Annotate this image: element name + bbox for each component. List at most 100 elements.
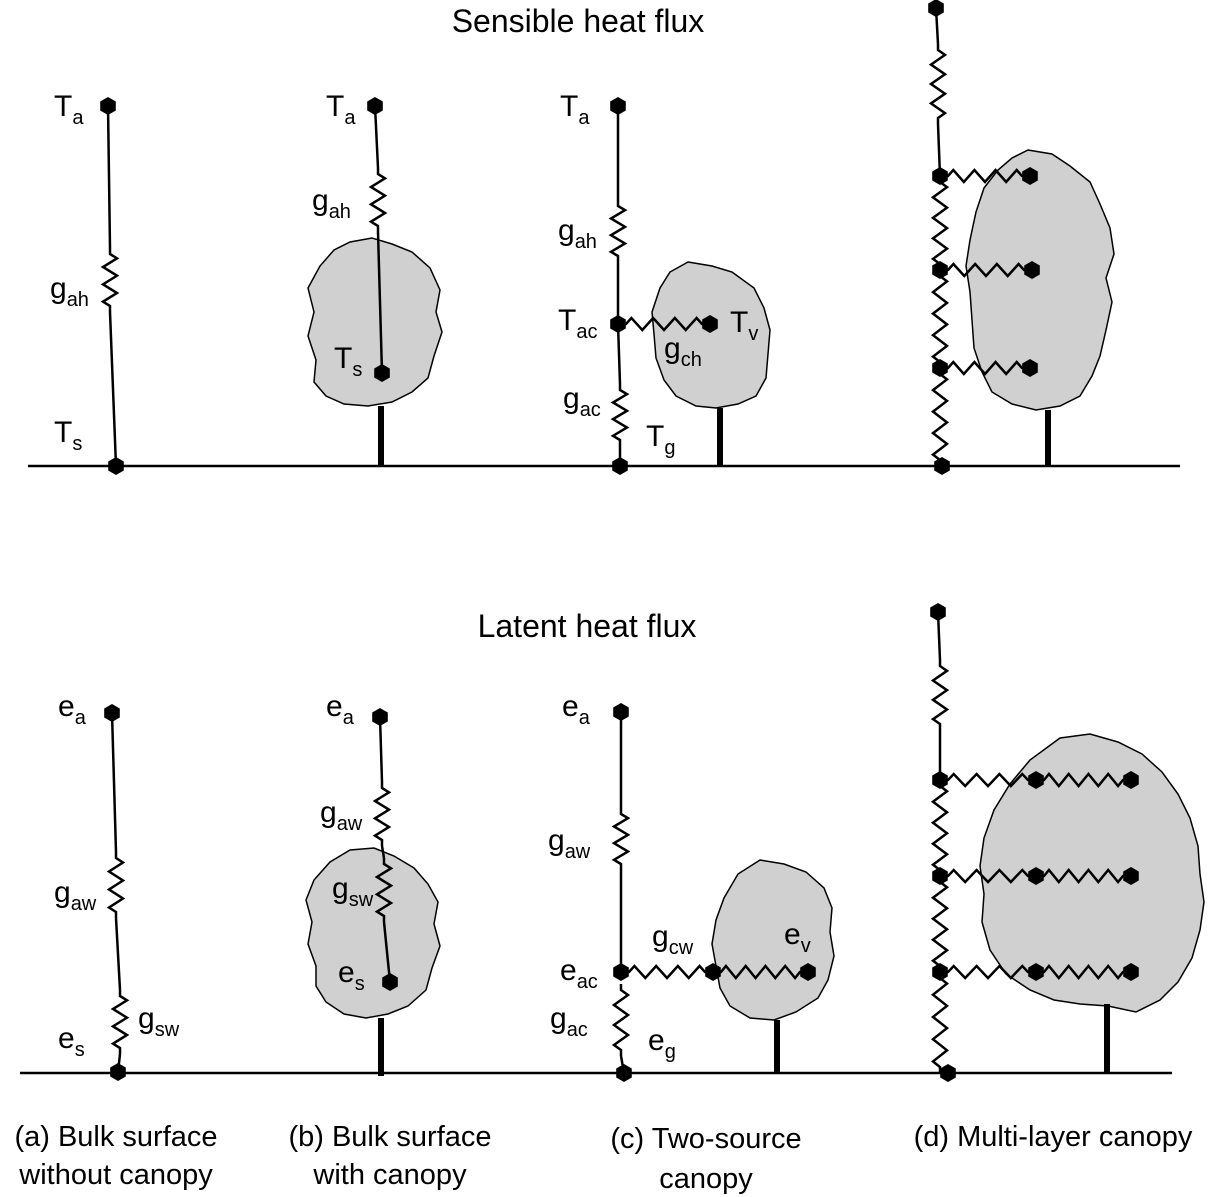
- resistor-gcw-lc: [621, 964, 713, 980]
- resistor-gcw2-lc: [713, 964, 808, 980]
- resistor-d-3: [930, 270, 950, 368]
- node-ea-c: [613, 703, 629, 721]
- wire-lb-top: [378, 716, 384, 783]
- label-gsw-b: gsw: [332, 872, 374, 911]
- node-d-leaf3: [1022, 359, 1038, 377]
- resistor-gch-c: [618, 316, 710, 332]
- label-Tv-c: Tv: [730, 306, 758, 345]
- label-gsw-a: gsw: [138, 1002, 180, 1041]
- caption-c-line1: (c) Two-source: [610, 1123, 801, 1155]
- label-gah-c: gah: [558, 214, 597, 253]
- label-gch-c: gch: [664, 332, 702, 371]
- resistor-d-1: [928, 44, 948, 124]
- node-ld-mid3: [1028, 963, 1044, 981]
- label-Ta-a: Ta: [54, 90, 84, 129]
- node-ld-mid2: [1028, 867, 1044, 885]
- node-es-b: [382, 973, 398, 991]
- resistor-ld-4: [930, 972, 950, 1073]
- node-eg-c: [616, 1064, 632, 1082]
- node-d-leaf1: [1022, 167, 1038, 185]
- wire-c-low: [616, 323, 622, 385]
- node-Ta-c: [610, 97, 626, 115]
- label-gac-c: gac: [563, 382, 601, 421]
- label-gcw-c: gcw: [652, 920, 694, 959]
- node-ld-end3: [1123, 963, 1139, 981]
- wire-lb-mid: [380, 845, 386, 859]
- node-leaf-c: [705, 963, 721, 981]
- resistor-gac-lc: [611, 984, 631, 1056]
- resistor-gaw-lb: [372, 782, 392, 846]
- caption-a-line2: without canopy: [18, 1159, 213, 1191]
- wire-la-top: [110, 712, 118, 853]
- wire-a-top: [106, 105, 112, 249]
- resistor-ld-leaf-a-3: [940, 964, 1036, 980]
- resistor-gah-c: [608, 200, 628, 262]
- canopy-sensible-d: [965, 149, 1115, 411]
- canopy-latent-b: [305, 847, 441, 1019]
- caption-d-line1: (d) Multi-layer canopy: [914, 1121, 1193, 1153]
- node-es-a: [110, 1063, 126, 1081]
- resistor-network: [100, 7, 1131, 1074]
- resistor-d-leaf-3: [940, 360, 1030, 376]
- label-gaw-c: gaw: [548, 824, 591, 863]
- resistor-d-leaf-1: [940, 168, 1030, 184]
- resistor-gac-c: [610, 384, 630, 446]
- wire-lb-bottom: [382, 921, 392, 983]
- resistor-gah-a: [100, 248, 120, 312]
- node-Tv-c: [702, 315, 718, 333]
- node-ld-end2: [1123, 867, 1139, 885]
- caption-a-line1: (a) Bulk surface: [14, 1121, 217, 1153]
- canopy-sensible-b: [307, 237, 443, 407]
- node-ld-ground: [940, 1064, 956, 1082]
- label-gah-a: gah: [50, 272, 89, 311]
- node-ld-top: [930, 603, 946, 621]
- resistor-gsw-lb: [374, 858, 394, 922]
- node-Tg-c: [612, 457, 628, 475]
- label-Ta-c: Ta: [560, 90, 590, 129]
- label-gaw-b: gaw: [320, 796, 363, 835]
- node-markers: [100, 0, 1139, 1082]
- resistor-ld-leaf-a-2: [940, 868, 1036, 884]
- node-ld-mid1: [1028, 771, 1044, 789]
- resistor-gaw-la: [106, 852, 126, 918]
- node-Ta-b: [367, 97, 383, 115]
- resistor-ld-1: [930, 660, 950, 730]
- resistor-gsw-la: [110, 990, 130, 1054]
- label-Tac-c: Tac: [558, 304, 597, 343]
- node-eac-c: [613, 963, 629, 981]
- label-es-b: es: [338, 956, 365, 995]
- node-d-leaf2: [1024, 261, 1040, 279]
- node-ld-l1: [932, 771, 948, 789]
- label-gaw-a: gaw: [54, 876, 97, 915]
- label-gac-c-latent: gac: [550, 1002, 588, 1041]
- latent-heat-title: Latent heat flux: [478, 608, 697, 644]
- canopy-sensible-c: [651, 261, 771, 409]
- resistor-ld-leaf-b-1: [1036, 772, 1131, 788]
- node-ea-b: [372, 708, 388, 726]
- node-Tac-c: [610, 315, 626, 333]
- resistor-ld-leaf-b-2: [1036, 868, 1131, 884]
- resistor-d-2: [930, 176, 950, 270]
- label-Tg-c: Tg: [646, 420, 675, 459]
- node-ld-l2: [932, 867, 948, 885]
- label-Ta-b: Ta: [326, 90, 356, 129]
- label-gah-b: gah: [312, 184, 351, 223]
- node-d-l1: [932, 167, 948, 185]
- node-ld-l3: [932, 963, 948, 981]
- label-Ts-a: Ts: [54, 416, 82, 455]
- resistor-gah-b: [368, 168, 388, 232]
- wire-la-mid: [114, 917, 122, 991]
- resistor-ld-leaf-a-1: [940, 772, 1036, 788]
- label-ev-c: ev: [784, 918, 811, 957]
- resistor-ld-3: [930, 876, 950, 972]
- node-d-top: [928, 0, 944, 17]
- wire-a-bottom: [108, 311, 118, 467]
- caption-b-line2: with canopy: [312, 1159, 467, 1191]
- label-es-a: es: [58, 1022, 85, 1061]
- node-d-l3: [932, 359, 948, 377]
- node-Ts-a: [108, 457, 124, 475]
- label-ea-a: ea: [58, 690, 87, 729]
- resistor-gaw-lc: [611, 808, 631, 870]
- resistor-d-4: [930, 368, 950, 466]
- node-Ts-b: [374, 364, 390, 382]
